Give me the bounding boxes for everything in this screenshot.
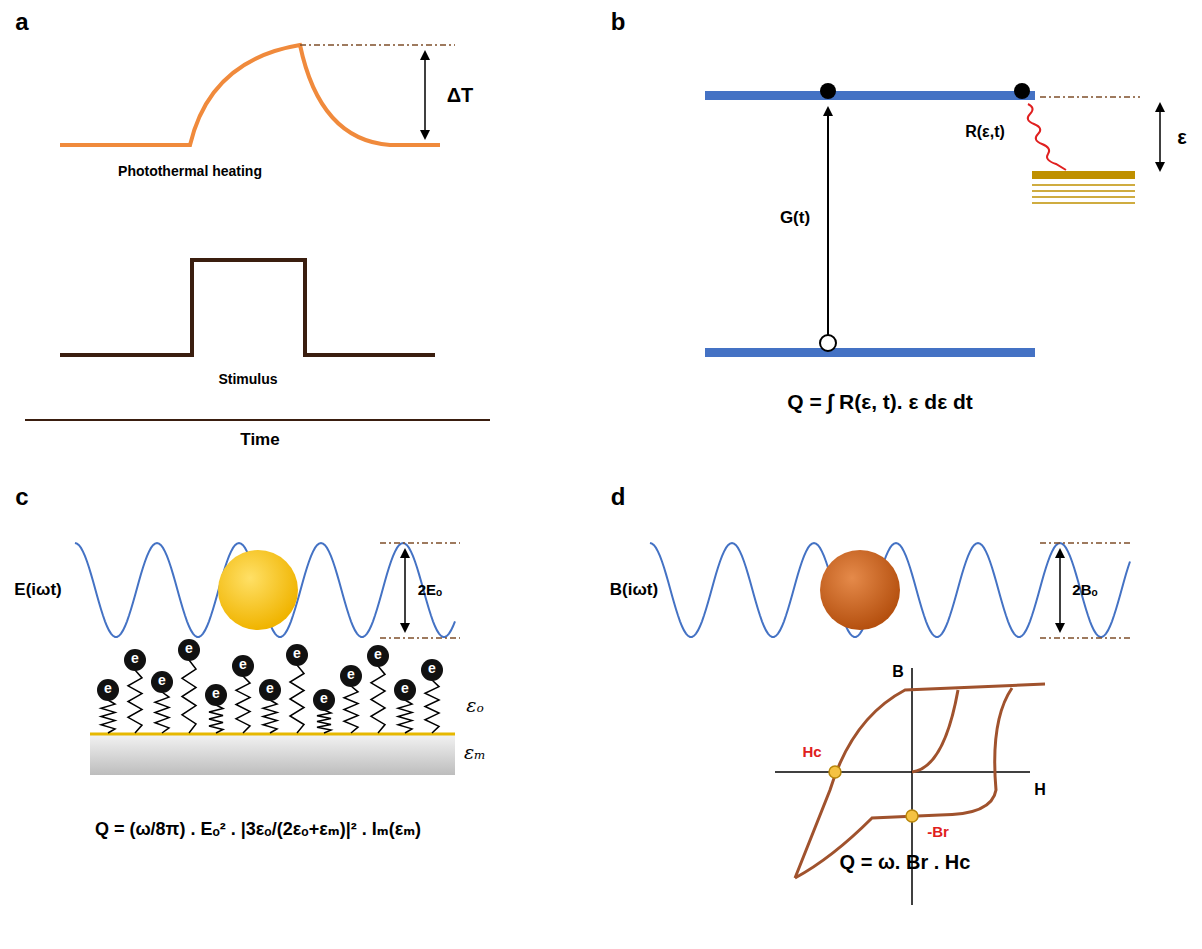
energy-label: ε — [1177, 126, 1187, 148]
formula: Q = ∫ R(ε, t). ε dε dt — [787, 390, 973, 413]
spring — [155, 692, 169, 733]
axis-label: Time — [240, 431, 279, 450]
spring — [344, 686, 358, 733]
electron — [421, 659, 443, 681]
electron-label: e — [212, 686, 220, 701]
spring — [425, 680, 439, 733]
electron-label: e — [158, 673, 166, 688]
spring — [371, 666, 385, 733]
axis-label: B — [892, 663, 904, 681]
permittivity-label: εₒ — [466, 695, 484, 716]
spring — [209, 705, 223, 733]
panel-letter: c — [15, 484, 28, 510]
electron-label: e — [293, 646, 301, 661]
spring — [398, 700, 412, 733]
spring — [317, 710, 331, 733]
electron — [124, 649, 146, 671]
spring — [182, 660, 196, 733]
field-label: B(iωt) — [610, 581, 658, 600]
electron — [259, 679, 281, 701]
electron — [286, 644, 308, 666]
electron-label: e — [239, 657, 247, 672]
electron-label: e — [320, 691, 328, 706]
amplitude-label: 2Eₒ — [418, 582, 443, 599]
permittivity-label: εₘ — [464, 742, 486, 763]
electron-label: e — [428, 661, 436, 676]
electron-label: e — [374, 647, 382, 662]
delta-label: ΔT — [447, 84, 474, 106]
electron — [151, 671, 173, 693]
curve-label: Stimulus — [218, 372, 277, 387]
field-label: E(iωt) — [14, 581, 61, 600]
electron-label: e — [131, 651, 139, 666]
electron — [313, 689, 335, 711]
formula: Q = ω. Br . Hc — [840, 851, 971, 873]
electron — [367, 645, 389, 667]
point-label: Hc — [802, 744, 821, 761]
electron — [97, 679, 119, 701]
rate-label: G(t) — [780, 209, 810, 228]
electron — [232, 655, 254, 677]
electron-label: e — [347, 667, 355, 682]
electron-label: e — [104, 681, 112, 696]
spring — [236, 676, 250, 733]
electron — [178, 639, 200, 661]
electron-label: e — [401, 681, 409, 696]
electron — [205, 684, 227, 706]
electron — [394, 679, 416, 701]
electron — [340, 665, 362, 687]
spring — [290, 665, 304, 733]
electron-label: e — [266, 681, 274, 696]
rate-label: R(ε,t) — [965, 123, 1005, 141]
spring — [128, 670, 142, 733]
panel-letter: b — [611, 9, 626, 35]
amplitude-label: 2Bₒ — [1072, 582, 1097, 599]
panel-letter: a — [15, 9, 28, 35]
formula: Q = (ω/8π) . Eₒ² . |3εₒ/(2εₒ+εₘ)|² . Iₘ(… — [95, 820, 421, 840]
electron-label: e — [185, 641, 193, 656]
spring — [263, 700, 277, 733]
curve-label: Photothermal heating — [118, 164, 262, 179]
panel-letter: d — [611, 484, 626, 510]
point-label: -Br — [927, 824, 949, 841]
spring — [101, 700, 115, 733]
axis-label: H — [1034, 781, 1046, 799]
